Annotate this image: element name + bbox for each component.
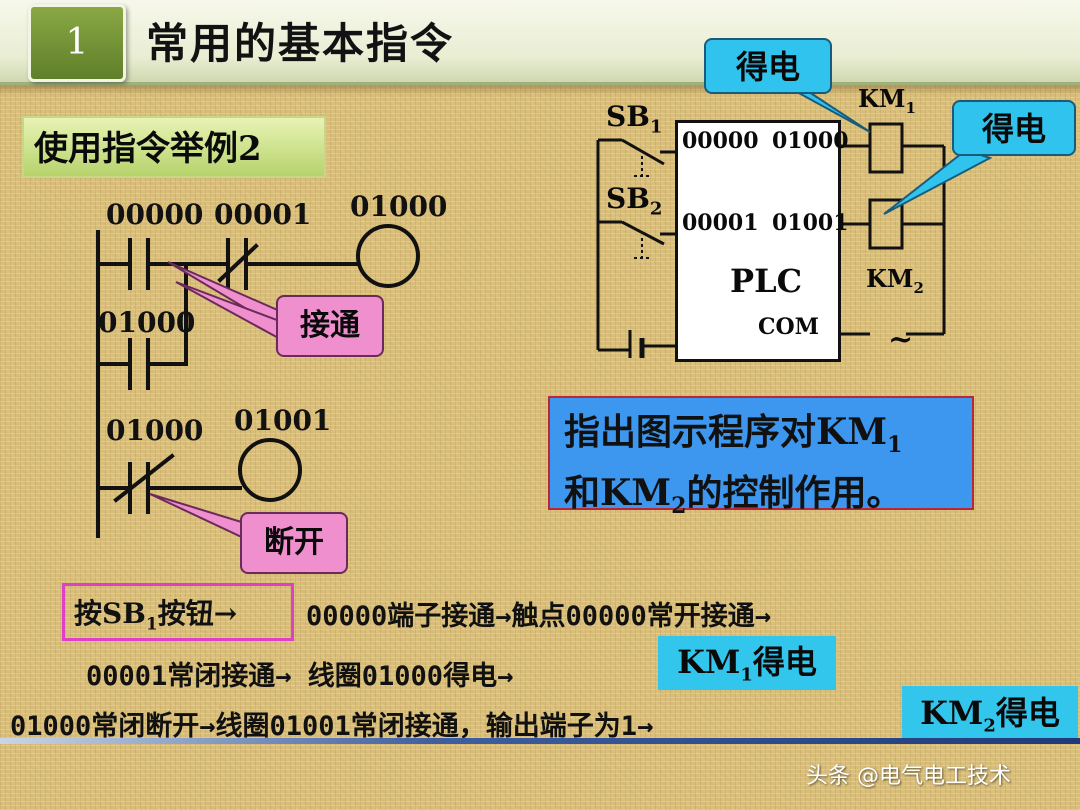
- step1-highlight-box: [62, 583, 294, 641]
- label-contact-00000: 00000: [106, 198, 204, 231]
- km1-coil-box: [868, 122, 904, 174]
- plc-name: PLC: [730, 262, 803, 300]
- sb1-label: SB1: [606, 100, 663, 138]
- header-shadow: [0, 85, 1080, 95]
- question-line-2: 和KM2的控制作用。: [564, 472, 903, 520]
- footer-line: [0, 738, 1080, 744]
- header-bar: [0, 0, 1080, 85]
- plc-input-00001: 00001: [682, 210, 759, 236]
- slide-number-badge: 1: [28, 4, 126, 82]
- result-km1-energized: KM1得电: [658, 636, 836, 690]
- callout-off: 断开: [240, 512, 348, 574]
- flow-line-1: 00000端子接通→触点00000常开接通→: [306, 601, 772, 632]
- ac-source-symbol: ~: [888, 322, 914, 357]
- coil-01001: [238, 438, 302, 502]
- flow-line-3: 01000常闭断开→线圈01001常闭接通，输出端子为1→: [10, 711, 654, 742]
- watermark: 头条 @电气电工技术: [806, 764, 1011, 789]
- plc-output-01001: 01001: [772, 210, 849, 236]
- contact-01000-nc-slash: [113, 453, 175, 503]
- label-contact-01000-nc: 01000: [106, 414, 204, 447]
- question-box: 指出图示程序对KM1 和KM2的控制作用。: [548, 396, 974, 519]
- label-coil-01001: 01001: [234, 404, 332, 437]
- callout-km1-energized: 得电: [704, 38, 832, 94]
- flow-step-1: 按SB1按钮→: [74, 597, 238, 635]
- callout-off-pointer: [149, 493, 249, 542]
- flow-line-2: 00001常闭接通→ 线圈01000得电→: [86, 661, 514, 692]
- label-contact-01000-parallel: 01000: [98, 306, 196, 339]
- sb2-label: SB2: [606, 182, 663, 220]
- result-km2-energized: KM2得电: [902, 686, 1078, 742]
- question-line-1: 指出图示程序对KM1: [564, 411, 903, 459]
- callout-km2-energized: 得电: [952, 100, 1076, 156]
- km1-label: KM1: [858, 84, 916, 117]
- slide-title: 常用的基本指令: [146, 19, 455, 68]
- coil-01000: [356, 224, 420, 288]
- label-contact-00001: 00001: [214, 198, 312, 231]
- sb1-switch: [621, 138, 665, 166]
- plc-box: [675, 120, 841, 362]
- label-coil-01000: 01000: [350, 190, 448, 223]
- plc-output-01000: 01000: [772, 128, 849, 154]
- sb2-switch: [621, 220, 665, 246]
- plc-input-00000: 00000: [682, 128, 759, 154]
- callout-on: 接通: [276, 295, 384, 357]
- plc-com: COM: [758, 314, 820, 340]
- contact-00001-slash: [217, 243, 259, 283]
- km2-label: KM2: [866, 264, 924, 297]
- callout-km2-pointer: [883, 148, 993, 215]
- example-label: 使用指令举例2: [22, 116, 326, 178]
